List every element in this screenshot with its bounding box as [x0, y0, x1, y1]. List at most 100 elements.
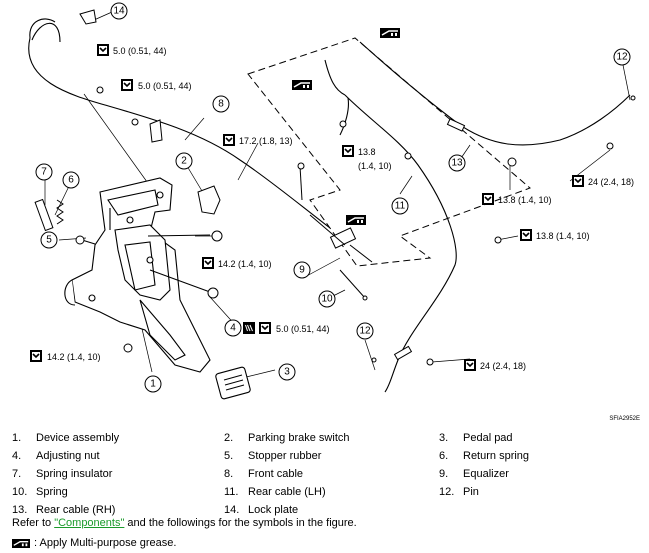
- legend-number: 10.: [12, 486, 28, 498]
- torque-5: 14.2 (1.4, 10): [201, 256, 272, 270]
- legend-text: Rear cable (RH): [36, 504, 116, 516]
- svg-text:10: 10: [321, 294, 333, 305]
- svg-text:12: 12: [616, 52, 628, 63]
- callout-5: 5: [40, 231, 58, 249]
- torque-11: 24 (2.4, 18): [463, 358, 526, 372]
- equalizer: [309, 214, 373, 301]
- torque-10: 13.8 (1.4, 10): [519, 228, 590, 242]
- grease-note: : Apply Multi-purpose grease.: [12, 537, 176, 549]
- legend-text: Spring insulator: [36, 468, 113, 480]
- legend-item: [439, 501, 639, 519]
- svg-text:17.2 (1.8, 13): 17.2 (1.8, 13): [239, 136, 293, 146]
- legend-item: 14. Lock plate: [224, 501, 439, 519]
- legend-text: Parking brake switch: [248, 432, 350, 444]
- legend-number: 13.: [12, 504, 28, 516]
- svg-text:2: 2: [181, 156, 187, 167]
- svg-text:(1.4, 10): (1.4, 10): [358, 161, 392, 171]
- legend-number: 3.: [439, 432, 449, 444]
- legend-item: 4. Adjusting nut: [12, 447, 224, 465]
- legend-item: 11. Rear cable (LH): [224, 483, 439, 501]
- legend-item: 13. Rear cable (RH): [12, 501, 224, 519]
- callout-13: 13: [448, 154, 466, 172]
- legend-row: 13. Rear cable (RH) 14. Lock plate: [12, 501, 642, 519]
- legend-item: 1.Device assembly: [12, 429, 224, 447]
- legend-text: Stopper rubber: [248, 450, 322, 462]
- legend-text: Equalizer: [463, 468, 509, 480]
- device-assembly: [64, 177, 211, 373]
- legend-number: 1.: [12, 432, 22, 444]
- legend-number: 7.: [12, 468, 22, 480]
- svg-text:13.8: 13.8: [358, 147, 376, 157]
- legend-item: 6.Return spring: [439, 447, 639, 465]
- callout-6: 6: [62, 171, 80, 189]
- legend-number: 8.: [224, 468, 234, 480]
- svg-text:12: 12: [359, 326, 371, 337]
- legend-item: 12. Pin: [439, 483, 639, 501]
- grease-symbols: [291, 27, 401, 226]
- callout-1: 1: [144, 375, 162, 393]
- legend-text: Pedal pad: [463, 432, 513, 444]
- legend-item: 5. Stopper rubber: [224, 447, 439, 465]
- floor-panel-outline: [247, 37, 531, 267]
- svg-text:13.8 (1.4, 10): 13.8 (1.4, 10): [536, 231, 590, 241]
- svg-text:8: 8: [218, 99, 224, 110]
- legend-text: Spring: [36, 486, 68, 498]
- svg-text:1: 1: [150, 379, 156, 390]
- torque-7: 14.2 (1.4, 10): [29, 349, 101, 363]
- callout-4: 4: [224, 319, 242, 337]
- legend-number: 5.: [224, 450, 234, 462]
- legend-row: 7. Spring insulator 8. Front cable 9. Equaliz…: [12, 465, 642, 483]
- callout-8: 8: [212, 95, 230, 113]
- legend-number: 9.: [439, 468, 449, 480]
- torque-labels: 5.0 (0.51, 44) 5.0 (0.51, 44) 17.2 (1.8,…: [29, 43, 634, 372]
- legend-number: 12.: [439, 486, 455, 498]
- legend-text: Front cable: [248, 468, 304, 480]
- legend-number: 11.: [224, 486, 239, 498]
- torque-2: 5.0 (0.51, 44): [120, 78, 192, 92]
- legend-row: 10. Spring 11. Rear cable (LH) 12. Pin: [12, 483, 642, 501]
- callout-2: 2: [175, 152, 193, 170]
- grease-text: : Apply Multi-purpose grease.: [34, 537, 177, 549]
- legend-item: 3. Pedal pad: [439, 429, 639, 447]
- svg-text:5.0 (0.51, 44): 5.0 (0.51, 44): [276, 324, 330, 334]
- callout-11: 11: [391, 197, 409, 215]
- legend-text: Pin: [463, 486, 479, 498]
- torque-8: 13.8 (1.4, 10): [481, 192, 552, 206]
- legend-text: Lock plate: [248, 504, 299, 516]
- callout-10: 10: [318, 290, 336, 308]
- svg-text:4: 4: [230, 323, 236, 334]
- legend-text: Adjusting nut: [36, 450, 100, 462]
- legend-item: 7. Spring insulator: [12, 465, 224, 483]
- callout-3: 3: [278, 363, 296, 381]
- torque-3: 17.2 (1.8, 13): [222, 133, 293, 147]
- svg-text:24 (2.4, 18): 24 (2.4, 18): [588, 177, 634, 187]
- callout-14: 14: [110, 2, 128, 20]
- legend-item: 10. Spring: [12, 483, 224, 501]
- svg-text:11: 11: [395, 201, 406, 212]
- legend-item: 8. Front cable: [224, 465, 439, 483]
- legend-text: Rear cable (LH): [248, 486, 326, 498]
- legend-number: 2.: [224, 432, 234, 444]
- refer-prefix: Refer to: [12, 517, 55, 529]
- components-link[interactable]: "Components": [54, 517, 125, 529]
- figure-code: SFIA2952E: [609, 416, 640, 422]
- svg-text:13.8 (1.4, 10): 13.8 (1.4, 10): [498, 195, 552, 205]
- grease-icon: [12, 537, 30, 549]
- callout-12-top: 12: [613, 48, 631, 66]
- legend-number: 6.: [439, 450, 449, 462]
- torque-1: 5.0 (0.51, 44): [96, 43, 167, 57]
- legend-number: [439, 501, 463, 519]
- callouts: 14 8 2 7 6 5 4 1 3 9 10 11 13 12 12: [35, 2, 631, 393]
- legend-number: 4.: [12, 450, 22, 462]
- torque-4: 13.8 (1.4, 10): [341, 144, 392, 171]
- legend-number: 14.: [224, 504, 240, 516]
- svg-text:9: 9: [299, 265, 305, 276]
- legend-item: 9. Equalizer: [439, 465, 639, 483]
- svg-text:5.0 (0.51, 44): 5.0 (0.51, 44): [113, 46, 167, 56]
- exploded-view-diagram: 14 8 2 7 6 5 4 1 3 9 10 11 13 12 12 5.0 …: [28, 2, 640, 422]
- svg-text:14.2 (1.4, 10): 14.2 (1.4, 10): [47, 352, 101, 362]
- svg-text:5.0 (0.51, 44): 5.0 (0.51, 44): [138, 81, 192, 91]
- svg-text:5: 5: [46, 235, 52, 246]
